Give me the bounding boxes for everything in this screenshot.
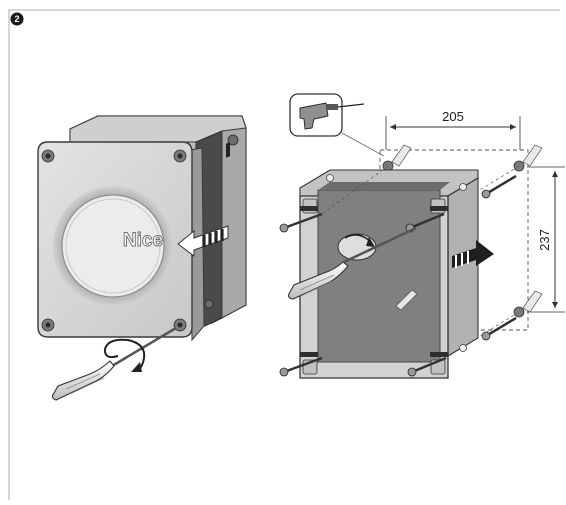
- gasket-slot: [430, 352, 448, 357]
- screwdriver-shaft: [343, 226, 417, 264]
- rotation-arrowhead: [131, 362, 142, 372]
- mount-hole-icon: [459, 344, 467, 352]
- drill-bit: [337, 103, 365, 108]
- dimension-arrowhead-right: [510, 124, 516, 130]
- alignment-lines: [321, 165, 520, 337]
- push-arrow-hatching: [455, 251, 469, 268]
- mount-hole-icon: [326, 174, 334, 182]
- gasket-slot: [300, 206, 318, 211]
- lid-corner-screws: [41, 149, 187, 332]
- screw-head: [279, 367, 289, 377]
- enclosure-base-open: [299, 169, 479, 379]
- base-box-side: [221, 127, 247, 319]
- dimension-label-205: 205: [442, 109, 464, 124]
- step-badge: 2: [10, 12, 24, 26]
- direction-arrow-icon: [177, 142, 230, 257]
- drill-icon: [289, 93, 385, 157]
- screw-icon: [409, 212, 445, 230]
- dimension-arrowhead-top: [552, 171, 558, 177]
- dimension-arrowhead-bottom: [552, 302, 558, 308]
- wall-anchor: [522, 290, 543, 313]
- screw-head: [45, 322, 51, 328]
- dimension-vertical: 237: [527, 166, 565, 313]
- gasket-slot: [430, 206, 448, 211]
- dimension-horizontal: 205: [385, 109, 521, 150]
- mount-hole-icon: [459, 183, 467, 191]
- screwdriver-left: [51, 326, 177, 401]
- rotation-arrowhead: [366, 237, 375, 247]
- lid-window-inner-ring: [65, 198, 161, 294]
- drill-chuck: [326, 104, 338, 110]
- corner-screw-back-low: [204, 299, 214, 309]
- alignment-line: [479, 165, 520, 191]
- screwdriver-shaft: [111, 326, 177, 368]
- base-inner-shadow: [318, 182, 450, 190]
- arrow-hatching: [202, 229, 224, 247]
- lid-window: [61, 194, 165, 298]
- enclosure-closed: Nice: [37, 115, 247, 342]
- screw-icon: [485, 174, 517, 196]
- internal-peg: [395, 289, 418, 311]
- dimension-label-237: 237: [537, 229, 552, 251]
- screwdriver-right: [288, 226, 417, 300]
- screw-head: [177, 153, 183, 159]
- screw-head: [481, 189, 491, 199]
- handle-grip-lines: [65, 373, 105, 395]
- handle-grip-lines: [299, 274, 339, 295]
- wall-anchor: [522, 144, 543, 167]
- drill-leader-line: [341, 132, 385, 157]
- screw-head: [177, 322, 183, 328]
- screw-icon: [283, 356, 323, 374]
- dimension-arrowhead-left: [390, 124, 396, 130]
- corner-screw-back: [227, 134, 239, 146]
- screw-head: [481, 331, 491, 341]
- alignment-line: [321, 165, 389, 215]
- alignment-line: [479, 311, 520, 337]
- screwdriver-handle: [288, 261, 349, 300]
- step-number: 2: [14, 14, 19, 24]
- brand-logo: Nice: [123, 230, 163, 251]
- arrow-dash: [226, 142, 230, 158]
- screw-head: [45, 153, 51, 159]
- screwdriver-handle: [51, 360, 115, 401]
- screw-head: [279, 223, 289, 233]
- direction-arrow-icon: [452, 240, 494, 268]
- numbered-circle-icon: [10, 12, 24, 26]
- screw-head: [407, 367, 417, 377]
- mounting-screws: [279, 174, 517, 377]
- wall-anchor: [391, 144, 412, 167]
- gasket-slot: [300, 352, 318, 357]
- screw-icon: [283, 212, 323, 230]
- screw-icon: [485, 316, 517, 338]
- screw-icon: [411, 356, 447, 374]
- rotation-arrow-icon: [103, 338, 146, 371]
